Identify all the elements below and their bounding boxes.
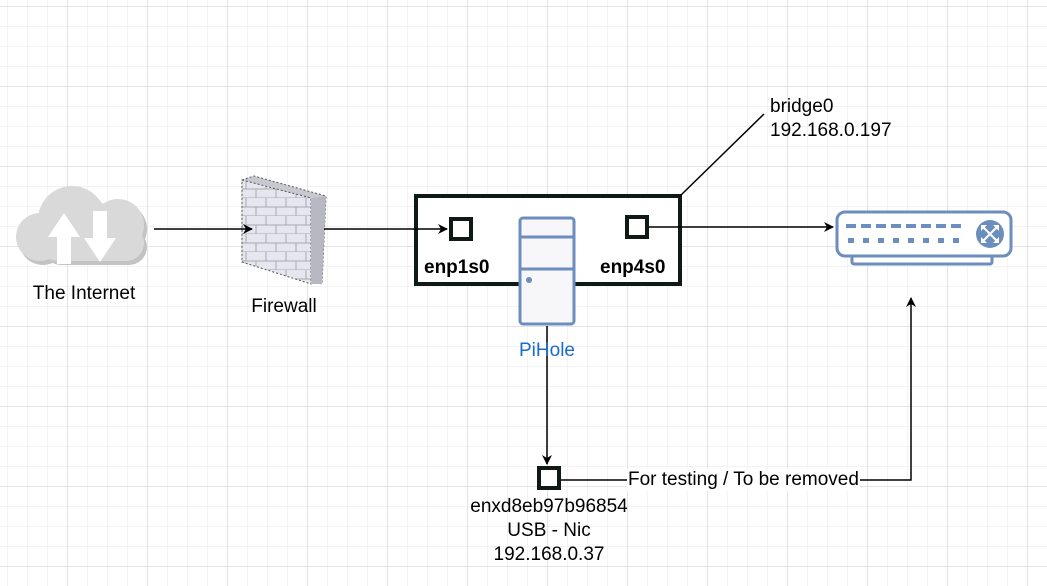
switch-port-dot: [951, 224, 961, 228]
port-enp1s0[interactable]: [449, 217, 473, 241]
switch-port-dot: [906, 224, 916, 228]
internet-label: The Internet: [32, 283, 136, 304]
switch-port-dot: [861, 224, 871, 228]
download-arrow-icon: [84, 211, 116, 262]
switch-port-dot: [863, 238, 869, 243]
usb-nic-ip: 192.168.0.37: [493, 544, 605, 565]
firewall-icon: [241, 175, 327, 285]
switch-port-dot: [908, 238, 914, 243]
switch-port-dot: [921, 224, 931, 228]
switch-port-dot: [846, 224, 856, 228]
switch-port-dot: [893, 238, 899, 243]
bridge-ip: 192.168.0.197: [770, 120, 892, 141]
switch-port-dot: [878, 238, 884, 243]
firewall-label: Firewall: [251, 296, 317, 317]
edge-usbnic-switch[interactable]: [561, 297, 916, 481]
switch-port-dot: [891, 224, 901, 228]
bridge-name: bridge0: [770, 96, 834, 117]
usb-nic-name: enxd8eb97b96854: [470, 496, 628, 517]
port-out-label: enp4s0: [600, 257, 666, 278]
switch-port-dot: [876, 224, 886, 228]
switch-port-dot: [936, 224, 946, 228]
port-enp4s0[interactable]: [625, 215, 649, 239]
port-in-label: enp1s0: [424, 257, 490, 278]
switch-port-dot: [848, 238, 854, 243]
port-usb-nic[interactable]: [537, 466, 561, 490]
switch-port-dot: [923, 238, 929, 243]
pihole-label: PiHole: [519, 340, 575, 361]
switch-port-dot: [953, 238, 959, 243]
testing-edge-label: For testing / To be removed: [627, 469, 860, 491]
usb-nic-type: USB - Nic: [507, 520, 591, 541]
switch-port-dot: [938, 238, 944, 243]
upload-arrow-icon: [48, 213, 80, 264]
server-icon[interactable]: [518, 216, 576, 326]
network-switch-icon[interactable]: [835, 210, 1013, 266]
bridge-callout-line: [679, 113, 765, 197]
cloud-icon: [16, 186, 147, 265]
